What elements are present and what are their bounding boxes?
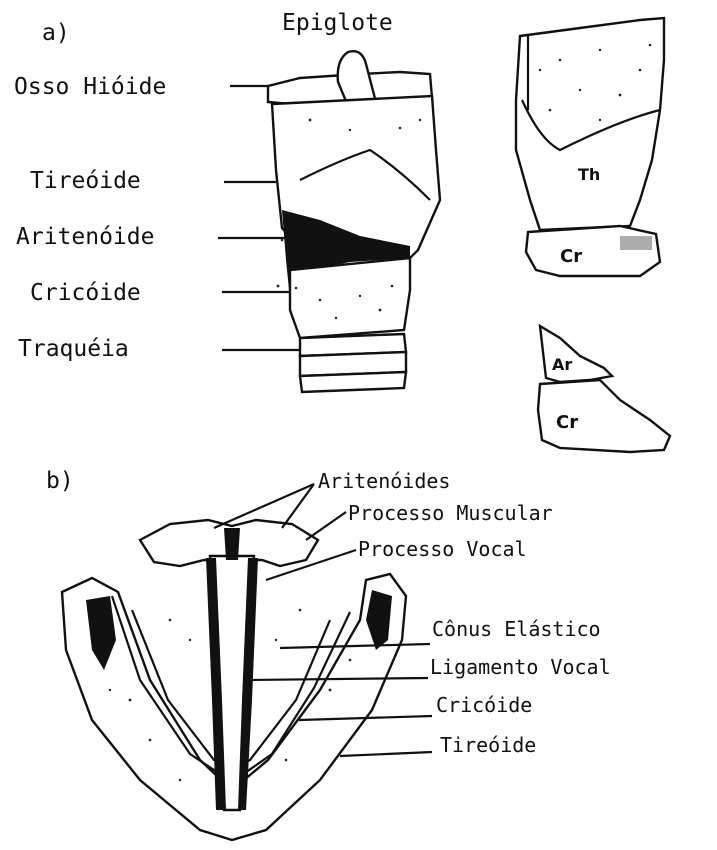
label-aritenoide: Aritenóide: [16, 224, 154, 250]
side-arytenoid-shape: [540, 326, 612, 382]
side-label-th: Th: [578, 165, 600, 184]
label-tireoide-b: Tireóide: [440, 733, 536, 757]
larynx-superior-view: [62, 520, 406, 840]
label-aritenoides: Aritenóides: [318, 469, 450, 493]
label-epiglote: Epiglote: [282, 10, 393, 36]
larynx-front-view: [268, 51, 440, 392]
side-label-cr-upper: Cr: [560, 246, 582, 267]
side-label-cr-lower: Cr: [556, 412, 578, 433]
label-cricoide-b: Cricóide: [436, 693, 532, 717]
label-cricoide: Cricóide: [30, 280, 141, 306]
side-cricoid-upper-shape: [526, 226, 660, 276]
label-osso-hioide: Osso Hióide: [14, 74, 166, 100]
larynx-side-view: Th Cr: [516, 18, 664, 276]
label-tireoide: Tireóide: [30, 168, 141, 194]
arytenoid-cricoid-side-view: Ar Cr: [538, 326, 670, 452]
side-label-ar: Ar: [552, 355, 572, 374]
superior-midline-bar: [224, 528, 240, 560]
label-traqueia: Traquéia: [18, 336, 129, 362]
label-processo-vocal: Processo Vocal: [358, 537, 527, 561]
side-thyroid-shape: [516, 18, 664, 230]
trachea-ring-3: [300, 372, 406, 392]
panel-a-letter: a): [42, 20, 70, 46]
leader-processo-muscular: [306, 512, 346, 540]
panel-a: a): [14, 10, 670, 452]
side-cricoid-hatch: [620, 236, 652, 250]
panel-b: b): [46, 468, 611, 840]
label-processo-muscular: Processo Muscular: [348, 501, 553, 525]
cricoid-cartilage-shape: [290, 258, 410, 338]
label-ligamento-vocal: Ligamento Vocal: [430, 655, 611, 679]
panel-b-letter: b): [46, 468, 74, 494]
label-conus-elastico: Cônus Elástico: [432, 617, 601, 641]
leader-ligamento-vocal: [248, 678, 428, 680]
leader-tireoide-b: [340, 752, 432, 756]
